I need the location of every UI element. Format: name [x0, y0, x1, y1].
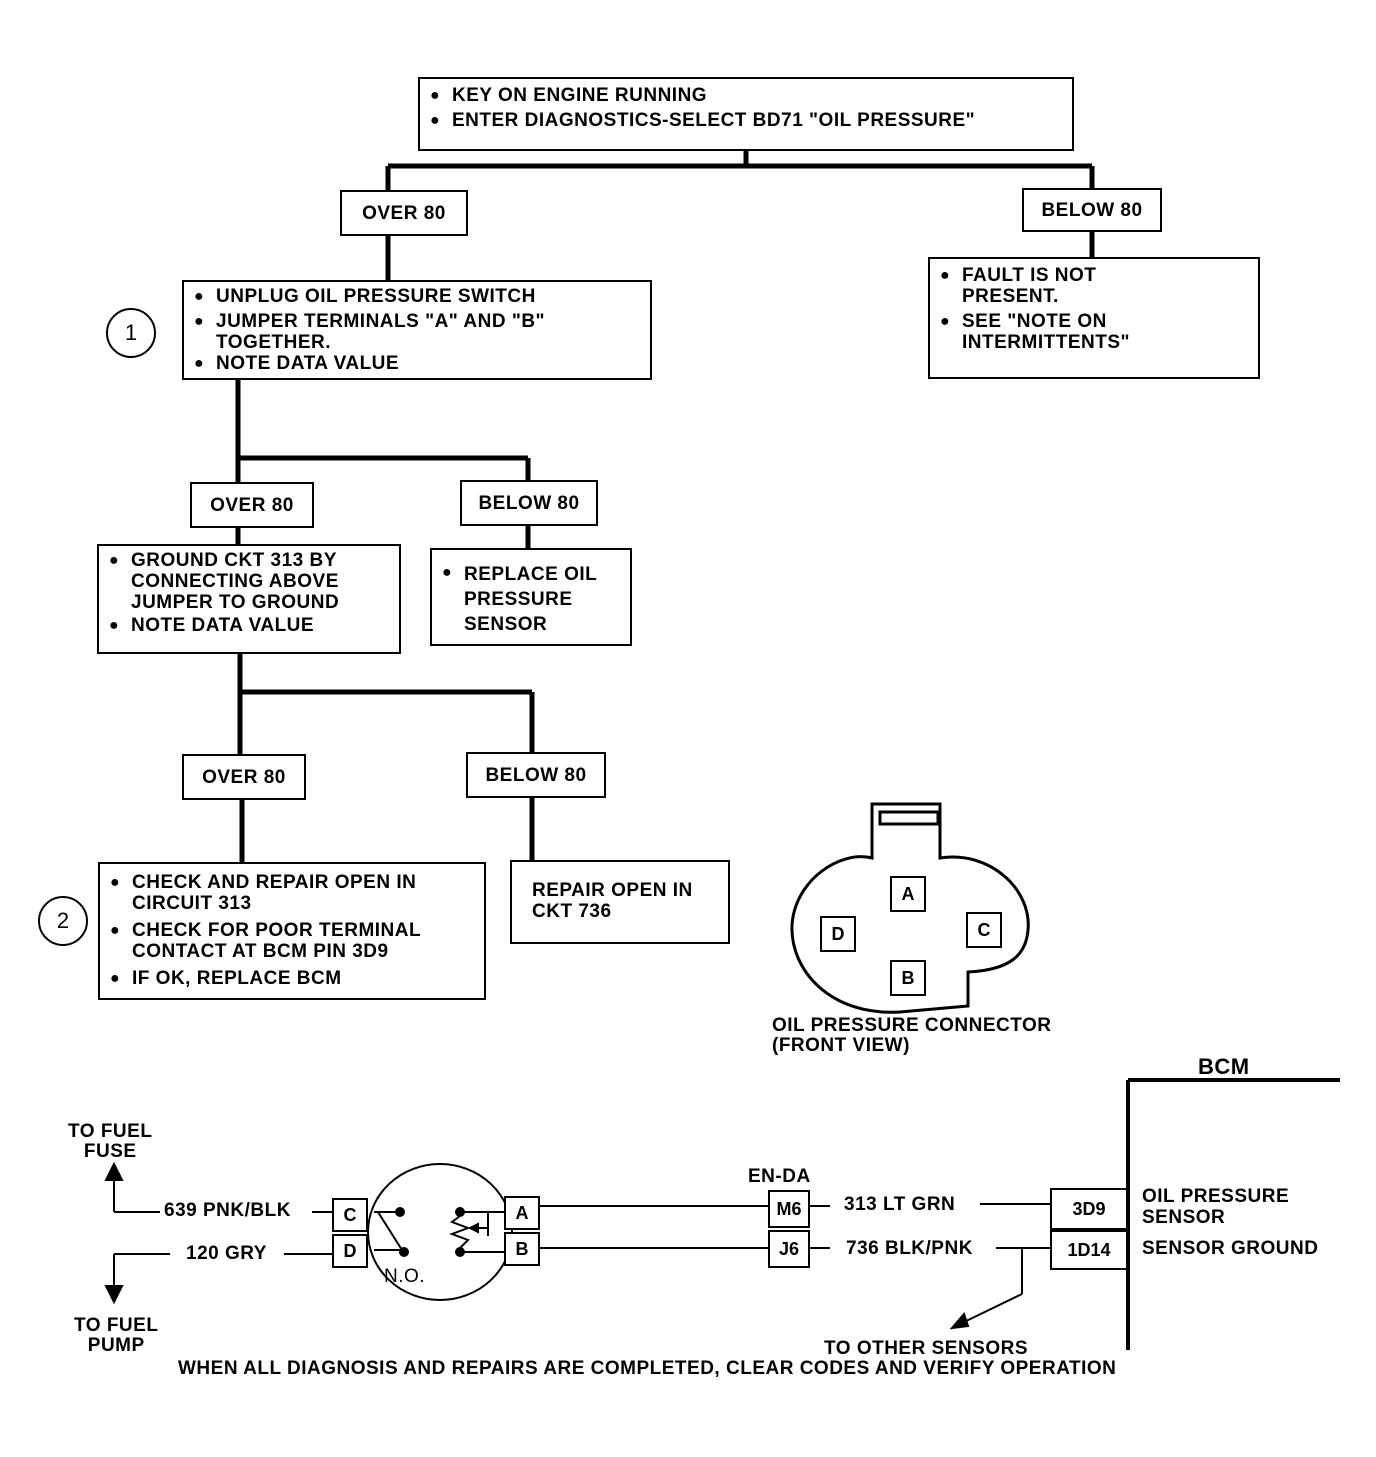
bullet-icon: ●: [430, 112, 441, 129]
repair-open-736-box: REPAIR OPEN IN CKT 736: [510, 860, 730, 944]
below-80-box-2: BELOW 80: [460, 480, 598, 526]
wire-736-label: 736 BLK/PNK: [846, 1238, 973, 1259]
bcm-label: BCM: [1198, 1054, 1250, 1079]
wire-639-label: 639 PNK/BLK: [164, 1200, 291, 1221]
step-1-marker: 1: [106, 308, 156, 358]
bullet-icon: ●: [110, 970, 121, 987]
bullet-icon: ●: [110, 922, 121, 939]
over-80-box-1: OVER 80: [340, 190, 468, 236]
bullet-icon: ●: [109, 617, 120, 634]
footer-instruction: WHEN ALL DIAGNOSIS AND REPAIRS ARE COMPL…: [178, 1358, 1117, 1379]
connector-caption: OIL PRESSURE CONNECTOR (FRONT VIEW): [772, 1015, 1052, 1056]
bcm-pin-1d14: 1D14: [1050, 1230, 1128, 1270]
bullet-icon: ●: [442, 564, 453, 581]
switch-pin-c: C: [332, 1198, 368, 1232]
switch-pin-b: B: [504, 1232, 540, 1266]
oil-pressure-connector-body: [790, 802, 1030, 1014]
connector-pin-c: C: [966, 912, 1002, 948]
connector-m6: M6: [768, 1190, 810, 1228]
bullet-icon: ●: [109, 552, 120, 569]
bullet-icon: ●: [940, 313, 951, 330]
over-80-box-2: OVER 80: [190, 482, 314, 528]
to-other-sensors-label: TO OTHER SENSORS: [824, 1338, 1029, 1359]
connector-j6: J6: [768, 1230, 810, 1268]
bullet-icon: ●: [940, 267, 951, 284]
connector-pin-a: A: [890, 876, 926, 912]
bullet-icon: ●: [194, 355, 205, 372]
bullet-icon: ●: [430, 87, 441, 104]
bullet-icon: ●: [194, 288, 205, 305]
switch-pin-a: A: [504, 1196, 540, 1230]
oil-pressure-sensor-label: OIL PRESSURE SENSOR: [1142, 1186, 1290, 1228]
step-2-marker: 2: [38, 896, 88, 946]
connector-pin-b: B: [890, 960, 926, 996]
bcm-outline: [1126, 1078, 1340, 1350]
bcm-pin-3d9: 3D9: [1050, 1188, 1128, 1230]
replace-sensor-box: ●REPLACE OIL PRESSURE SENSOR: [430, 548, 632, 646]
en-da-label: EN-DA: [748, 1166, 811, 1187]
start-box: ●KEY ON ENGINE RUNNING ●ENTER DIAGNOSTIC…: [418, 77, 1074, 151]
to-fuel-pump-label: TO FUEL PUMP: [74, 1315, 159, 1356]
switch-pin-d: D: [332, 1234, 368, 1268]
sensor-ground-label: SENSOR GROUND: [1142, 1238, 1319, 1259]
ground-ckt-313-box: ●GROUND CKT 313 BY CONNECTING ABOVE JUMP…: [97, 544, 401, 654]
below-80-box-1: BELOW 80: [1022, 188, 1162, 232]
step-1-box: ●UNPLUG OIL PRESSURE SWITCH ●JUMPER TERM…: [182, 280, 652, 380]
wire-120-label: 120 GRY: [186, 1243, 267, 1264]
bullet-icon: ●: [110, 874, 121, 891]
step-2-box: ●CHECK AND REPAIR OPEN IN CIRCUIT 313 ●C…: [98, 862, 486, 1000]
to-fuel-fuse-label: TO FUEL FUSE: [68, 1121, 153, 1162]
normally-open-label: N.O.: [384, 1266, 426, 1287]
connector-pin-d: D: [820, 916, 856, 952]
bullet-icon: ●: [194, 313, 205, 330]
over-80-box-3: OVER 80: [182, 754, 306, 800]
below-80-box-3: BELOW 80: [466, 752, 606, 798]
fault-not-present-box: ●FAULT IS NOT PRESENT. ●SEE "NOTE ON INT…: [928, 257, 1260, 379]
wire-313-label: 313 LT GRN: [844, 1194, 956, 1215]
